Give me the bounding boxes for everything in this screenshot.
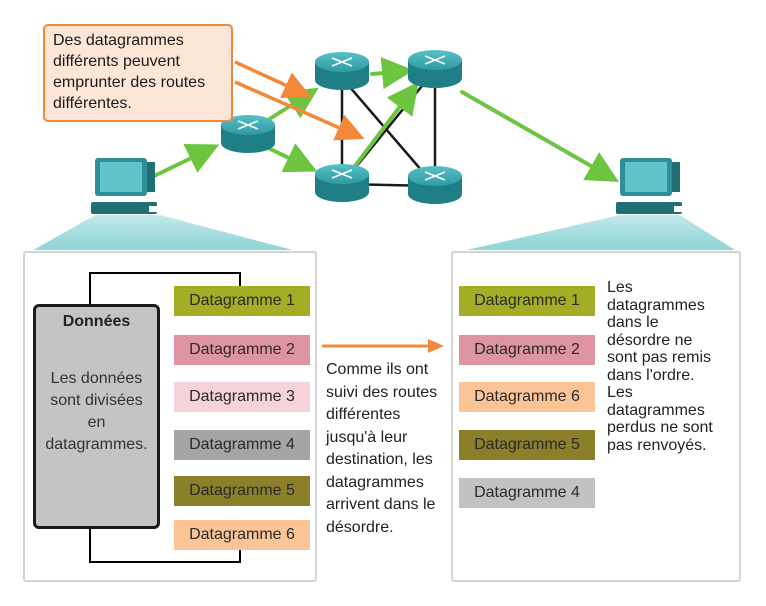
sent-datagram-3: Datagramme 3 [174, 382, 310, 412]
text-line: datagrammes [607, 401, 705, 419]
right-computer-projection [466, 215, 735, 250]
text-line: datagrammes [326, 473, 424, 491]
text-line: différentes [326, 406, 401, 423]
text-line: dans le [607, 314, 659, 331]
receiver-panel [451, 251, 741, 582]
data-box: Données Les données sont divisées en dat… [33, 304, 160, 529]
receiver-explanation: Les datagrammes dans le désordre ne sont… [607, 279, 737, 454]
computer-icon [91, 158, 161, 214]
sent-datagram-2: Datagramme 2 [174, 335, 310, 365]
description-line: Les données [50, 370, 143, 387]
sent-datagram-6: Datagramme 6 [174, 520, 310, 550]
router-icon [408, 166, 462, 204]
left-computer-projection [33, 215, 293, 250]
text-line: dans l'ordre. [607, 366, 695, 384]
transfer-arrow [322, 339, 444, 353]
text-line: sont pas remis [607, 349, 712, 366]
router-icon [315, 164, 369, 202]
text-line: datagrammes [607, 296, 705, 314]
sent-datagram-1: Datagramme 1 [174, 286, 310, 316]
text-line: arrivent dans le [326, 496, 436, 513]
text-line: suivi des routes [326, 383, 438, 401]
text-line: désordre. [326, 518, 394, 536]
computer-icon [616, 158, 686, 214]
received-datagram-4: Datagramme 4 [459, 478, 595, 508]
data-box-description: Les données sont divisées en datagrammes… [36, 368, 157, 456]
callout-line: différentes. [53, 95, 132, 112]
received-datagram-5: Datagramme 5 [459, 430, 595, 460]
description-line: datagrammes. [45, 436, 148, 453]
callout-line: différents peuvent [53, 53, 180, 70]
description-line: en [87, 414, 106, 431]
text-line: désordre ne [607, 331, 693, 349]
text-line: Les [607, 384, 633, 401]
description-line: sont divisées [50, 392, 143, 409]
callout-line: Des datagrammes [53, 32, 184, 49]
text-line: destination, les [326, 451, 433, 468]
router-icon [221, 115, 275, 153]
received-datagram-1: Datagramme 1 [459, 286, 595, 316]
network-diagram [33, 50, 735, 250]
router-icon [315, 52, 369, 90]
datagram-routes [148, 57, 619, 182]
callout-box: Des datagrammes différents peuvent empru… [43, 24, 233, 122]
received-datagram-2: Datagramme 2 [459, 335, 595, 365]
callout-arrows [234, 60, 365, 141]
text-line: pas renvoyés. [607, 436, 707, 454]
text-line: perdus ne sont [607, 419, 713, 436]
text-line: Les [607, 279, 633, 296]
callout-line: emprunter des routes [53, 74, 206, 91]
text-line: Comme ils ont [326, 361, 429, 378]
sent-datagram-5: Datagramme 5 [174, 476, 310, 506]
text-line: jusqu'à leur [326, 428, 408, 446]
data-box-title: Données [62, 313, 131, 330]
middle-explanation: Comme ils ont suivi des routes différent… [326, 359, 451, 539]
received-datagram-6: Datagramme 6 [459, 382, 595, 412]
sent-datagram-4: Datagramme 4 [174, 430, 310, 460]
router-icon [408, 50, 462, 88]
